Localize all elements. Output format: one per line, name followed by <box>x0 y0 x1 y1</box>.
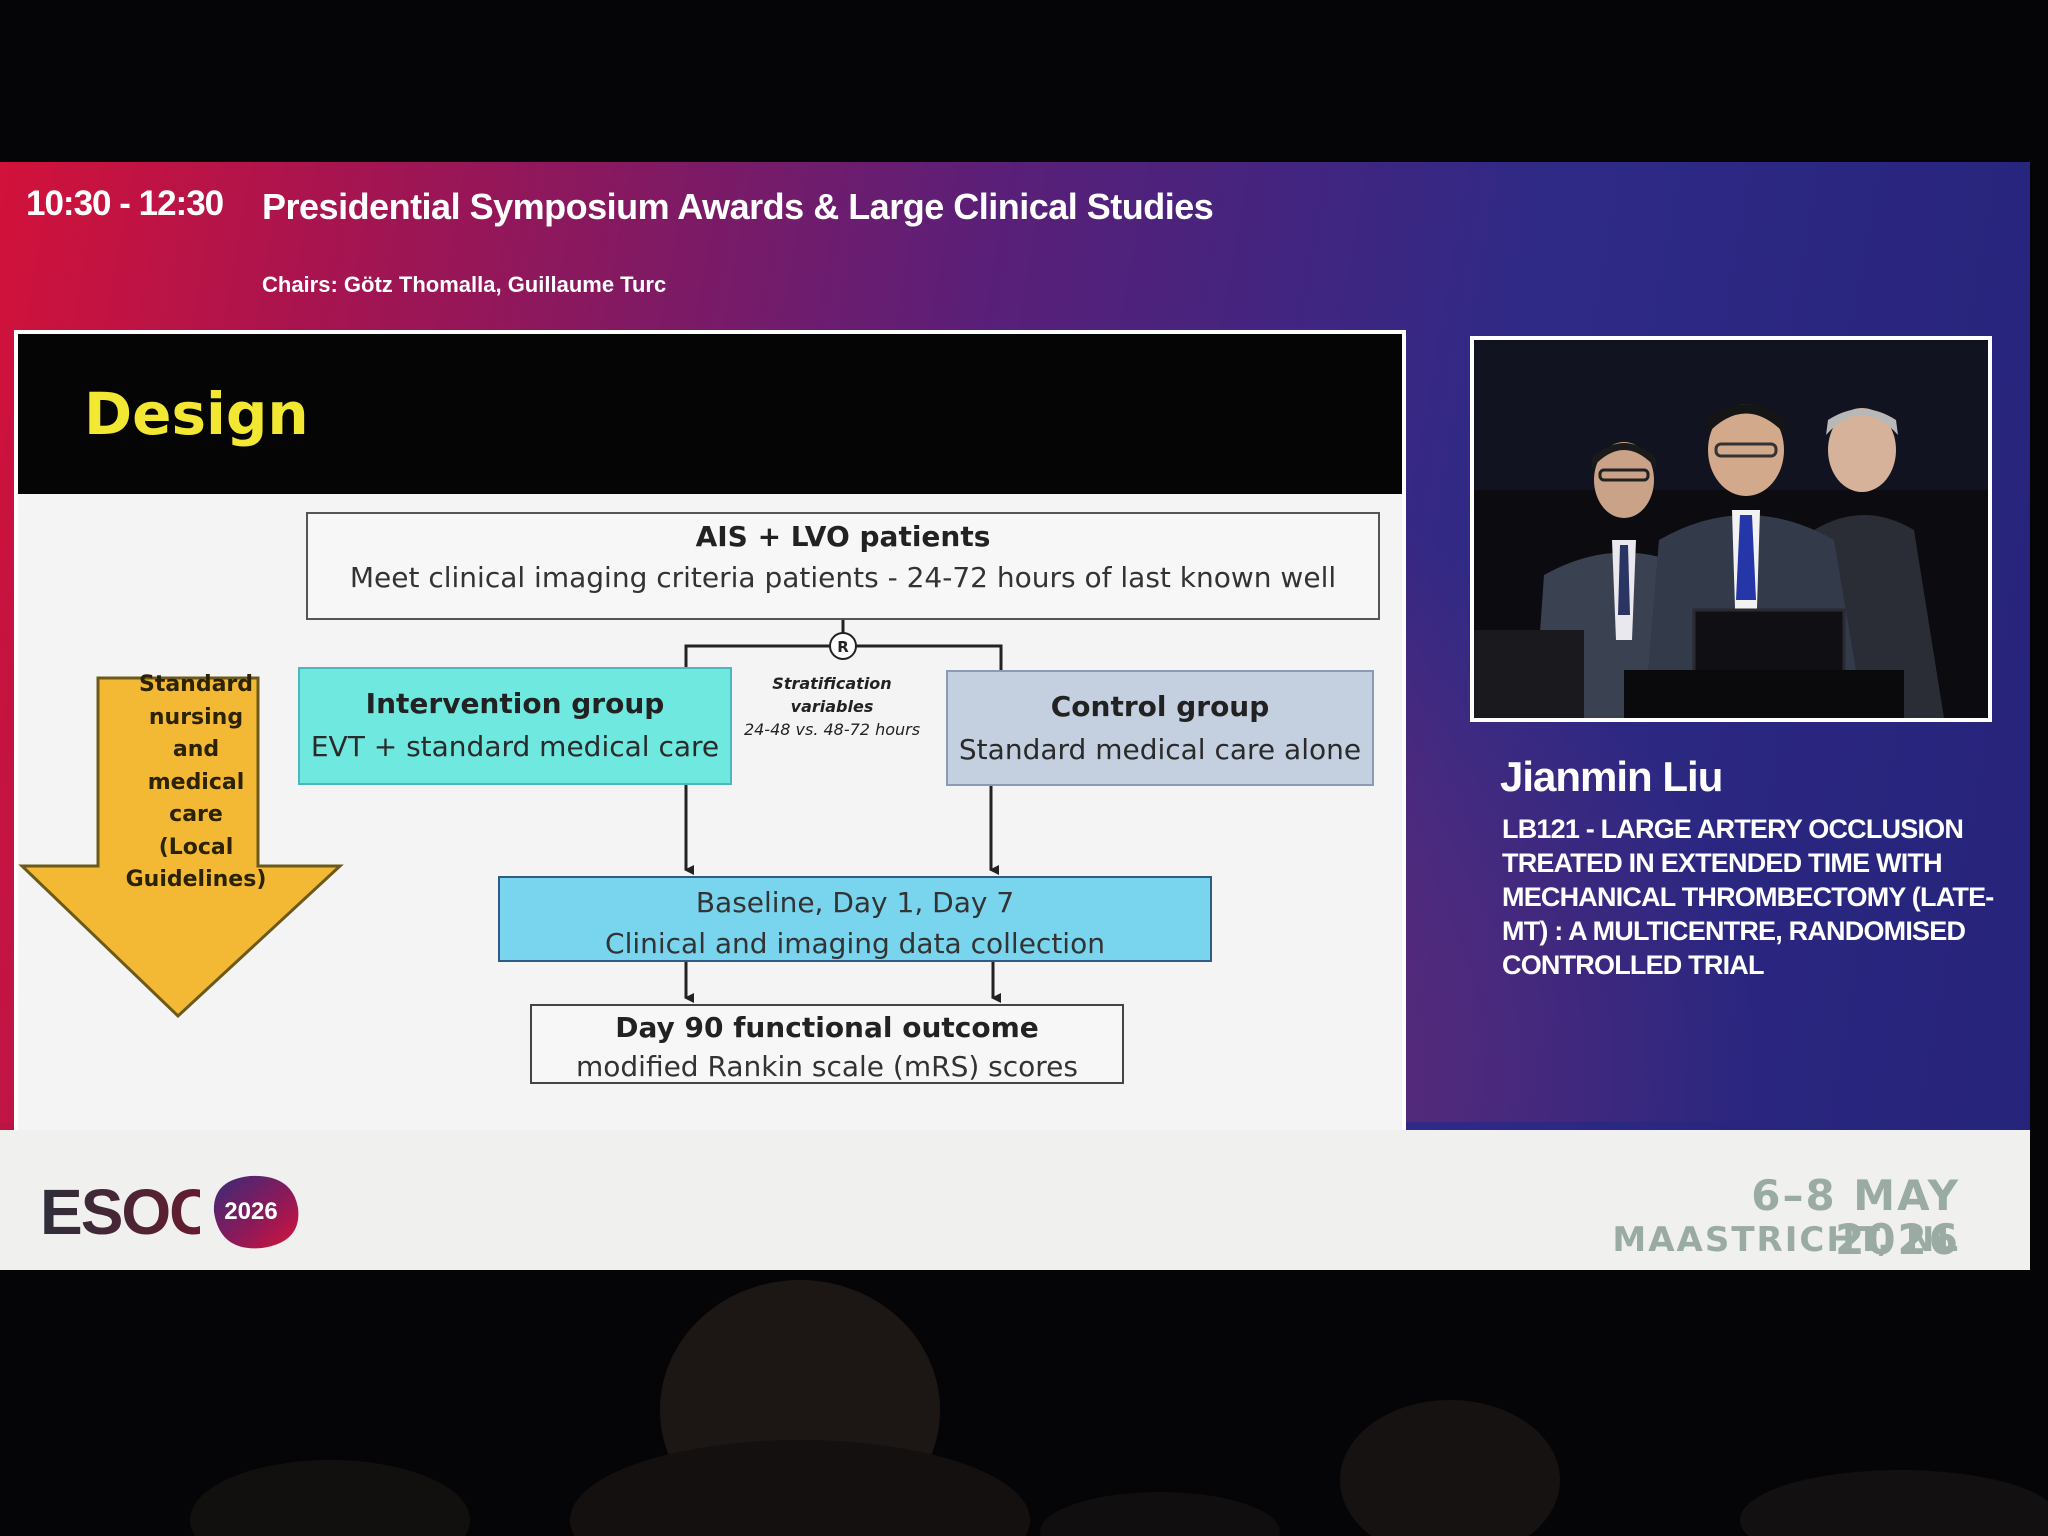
collection-description: Clinical and imaging data collection <box>605 927 1105 960</box>
presentation-slide: Design R Standard nursing <box>14 330 1406 1275</box>
intervention-text: EVT + standard medical care <box>310 730 720 763</box>
speaker-name: Jianmin Liu <box>1500 753 1723 800</box>
stratification-note: Stratification variables 24-48 vs. 48-72… <box>743 674 921 739</box>
collection-timepoints: Baseline, Day 1, Day 7 <box>695 886 1015 919</box>
intervention-title: Intervention group <box>365 687 665 720</box>
control-text: Standard medical care alone <box>958 733 1362 766</box>
care-arrow-shape <box>18 676 344 1019</box>
session-time: 10:30 - 12:30 <box>26 184 224 223</box>
session-chairs: Chairs: Götz Thomalla, Guillaume Turc <box>262 272 667 297</box>
outcome-title: Day 90 functional outcome <box>615 1011 1039 1044</box>
patients-criteria: Meet clinical imaging criteria patients … <box>349 561 1337 594</box>
esoc-logo-year: 2026 <box>224 1198 278 1225</box>
patients-title: AIS + LVO patients <box>695 520 991 553</box>
event-date: 6–8 MAY 2026 <box>1751 1171 1960 1264</box>
control-group-box: Control group Standard medical care alon… <box>946 670 1374 786</box>
slide-title: Design <box>84 380 309 448</box>
speaker-video-image <box>1474 340 1988 718</box>
svg-text:ESOC: ESOC <box>40 1178 200 1246</box>
flow-connectors: R <box>18 620 1003 1019</box>
control-title: Control group <box>1050 690 1270 723</box>
esoc-logo-badge <box>213 1175 299 1249</box>
patients-box: AIS + LVO patients Meet clinical imaging… <box>306 512 1380 620</box>
outcome-measure: modified Rankin scale (mRS) scores <box>575 1050 1078 1083</box>
esoc-logo-word: ESOC <box>40 1178 200 1246</box>
speaker-camera-feed <box>1470 336 1992 722</box>
session-title: Presidential Symposium Awards & Large Cl… <box>262 186 1214 227</box>
data-collection-box: Baseline, Day 1, Day 7 Clinical and imag… <box>498 876 1212 962</box>
projection-screen: 10:30 - 12:30 Presidential Symposium Awa… <box>0 162 2030 1308</box>
randomization-label: R <box>837 638 849 656</box>
slide-header-bar: Design <box>18 334 1402 494</box>
intervention-group-box: Intervention group EVT + standard medica… <box>298 667 732 785</box>
audience-silhouettes <box>0 1270 2048 1536</box>
outcome-box: Day 90 functional outcome modified Ranki… <box>530 1004 1124 1084</box>
care-arrow-label: Standard nursing and medical care (Local… <box>125 672 267 892</box>
event-location: MAASTRICHT, NL <box>1612 1220 1960 1260</box>
talk-title: LB121 - LARGE ARTERY OCCLUSION TREATED I… <box>1502 814 1994 980</box>
randomization-node <box>829 632 857 660</box>
